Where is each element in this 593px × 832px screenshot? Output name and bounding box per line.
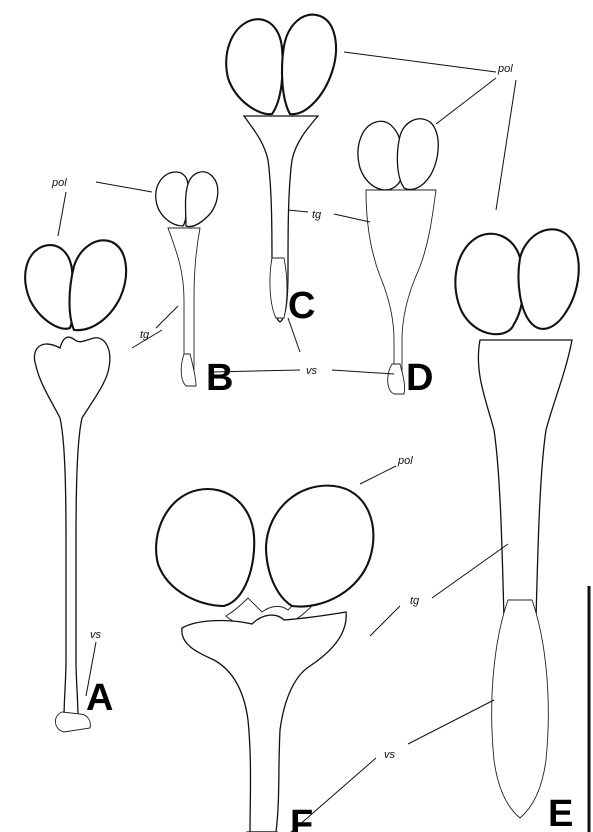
leader-pol-a [58, 192, 66, 236]
pollinium-f-right [266, 486, 373, 607]
viscidium-e [492, 600, 549, 818]
leader-pol-c [344, 52, 496, 72]
viscidium-c [270, 258, 287, 318]
tegula-d [366, 190, 436, 384]
panel-letter-a: A [86, 677, 113, 719]
pollinium-b-right [186, 172, 218, 227]
label-vs-a: vs [90, 629, 102, 641]
leader-tg-e [432, 544, 508, 598]
leader-vs-e [408, 700, 494, 744]
panel-letter-f: F [290, 803, 313, 832]
pollinium-c-right [282, 15, 336, 115]
label-tg-b: tg [140, 329, 150, 341]
leader-tg-f [370, 606, 400, 636]
pollinium-d-right [397, 119, 438, 190]
pollinium-c-left [226, 19, 282, 114]
pollinium-a-right [70, 240, 127, 330]
pollinarium-f [156, 486, 373, 832]
label-vs-bd: vs [306, 365, 318, 377]
pollinarium-b [156, 172, 218, 386]
pollinium-b-left [156, 172, 189, 226]
tegula-f [182, 612, 346, 832]
label-pol-a: pol [51, 177, 67, 189]
panel-letter-d: D [406, 357, 433, 399]
tegula-a [34, 337, 109, 718]
leader-pol-b [96, 182, 152, 192]
panel-letter-c: C [288, 285, 315, 327]
label-pol-f: pol [397, 455, 413, 467]
pollinium-e-left [455, 234, 523, 334]
label-tg-cd: tg [312, 209, 322, 221]
leader-tg-d [334, 214, 370, 222]
panel-letter-b: B [206, 357, 233, 399]
pollinium-a-left [25, 245, 74, 329]
pollinium-e-right [519, 229, 579, 329]
label-vs-ef: vs [384, 749, 396, 761]
pollinarium-d [358, 119, 438, 394]
pollinium-f-left [156, 489, 254, 606]
leader-tg-b [156, 306, 178, 328]
leader-pol-f [360, 466, 396, 484]
leader-pol-d [436, 78, 496, 124]
leader-tg-c [288, 210, 308, 212]
pollinarium-e [455, 229, 578, 818]
pollinarium-a [25, 240, 126, 732]
label-pol-c: pol [497, 63, 513, 75]
label-tg-ef: tg [410, 595, 420, 607]
leader-vs-d [332, 370, 394, 374]
panel-letter-e: E [548, 793, 573, 832]
leader-pol-e [496, 80, 516, 210]
pollinium-d-left [358, 121, 403, 190]
pollinarium-c [226, 15, 336, 322]
